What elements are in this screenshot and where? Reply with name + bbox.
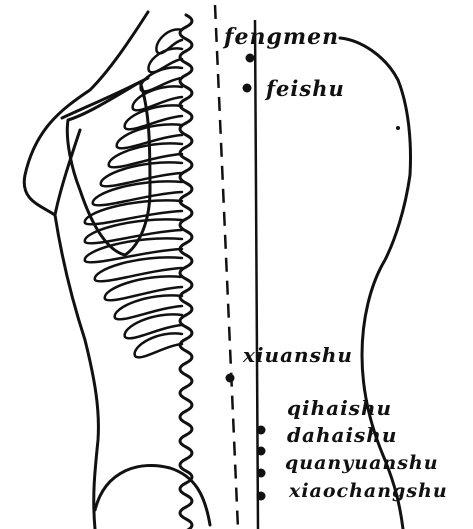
dashed-meridian-line bbox=[215, 5, 238, 529]
label-guanyuanshu: quanyuanshu bbox=[285, 452, 439, 474]
label-xiaochangshu: xiaochangshu bbox=[289, 480, 448, 502]
hip-contour bbox=[95, 465, 210, 525]
point-dot-qihaishu bbox=[257, 426, 266, 435]
scapula bbox=[67, 82, 150, 255]
point-dot-guanyuanshu bbox=[257, 469, 266, 478]
label-dahaishu: dahaishu bbox=[287, 423, 397, 447]
label-qihaishu: qihaishu bbox=[287, 396, 392, 420]
point-dot-xinanshu bbox=[226, 374, 235, 383]
point-dot-dahaishu bbox=[257, 447, 266, 456]
scapula-ridge bbox=[62, 78, 148, 118]
skin-mark bbox=[396, 126, 400, 130]
spine-line bbox=[180, 15, 192, 529]
label-xinanshu: xiuanshu bbox=[243, 343, 353, 367]
label-feishu: feishu bbox=[266, 76, 345, 101]
label-fengmen: fengmen bbox=[224, 24, 339, 50]
point-dot-fengmen bbox=[246, 54, 255, 63]
point-dot-feishu bbox=[243, 84, 252, 93]
point-dot-xiaochangshu bbox=[257, 492, 266, 501]
